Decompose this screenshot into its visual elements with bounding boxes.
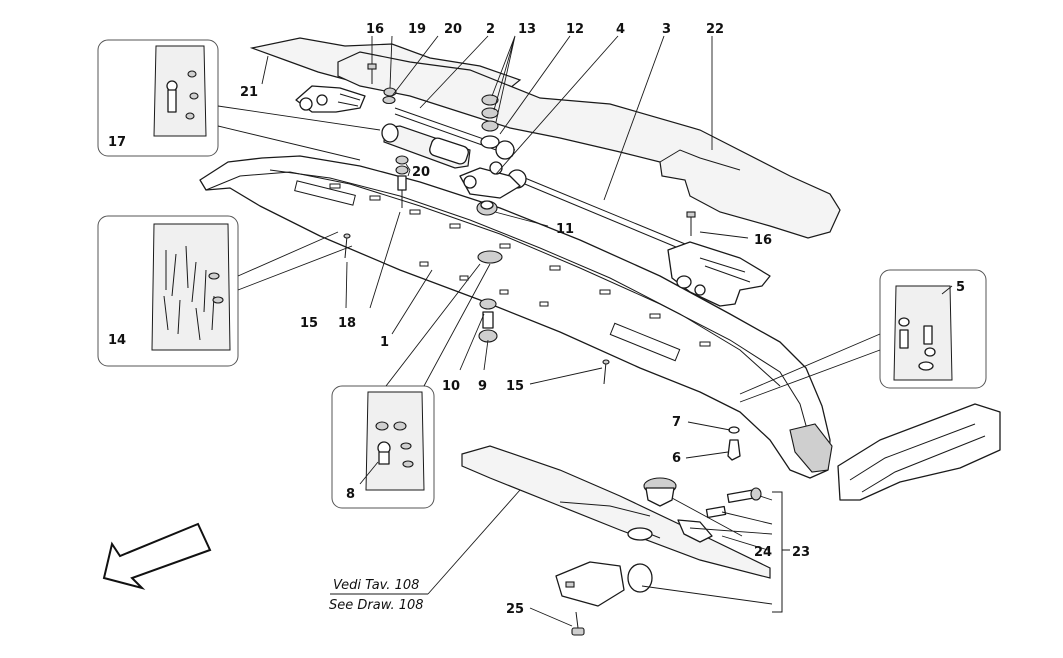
detail-box-14: [97, 215, 239, 367]
callout-16-right: 16: [754, 233, 772, 248]
callout-10: 10: [442, 379, 460, 394]
callout-9: 9: [478, 379, 487, 394]
callout-8: 8: [346, 487, 355, 502]
cross-member-hole: [477, 250, 503, 264]
hinge-plate-lower: [555, 561, 653, 607]
callout-2: 2: [486, 22, 495, 37]
bracket-23: [772, 491, 790, 613]
cross-member-slots: [329, 183, 711, 347]
callout-17: 17: [108, 135, 126, 150]
cross-member-opening-left: [294, 180, 356, 206]
leader-lines: [217, 35, 953, 627]
cross-member-rib: [269, 169, 781, 387]
callout-18: 18: [338, 316, 356, 331]
detail-box-17: [97, 39, 219, 157]
bolt-16-right: [686, 211, 696, 236]
cross-member-opening-right: [609, 322, 681, 362]
callout-25: 25: [506, 602, 524, 617]
reference-english: See Draw. 108: [329, 598, 424, 613]
callout-3: 3: [662, 22, 671, 37]
detail-box-5: [879, 269, 987, 389]
bolt-25: [571, 611, 585, 636]
callout-24: 24: [754, 545, 772, 560]
latch-bolts: [677, 487, 762, 543]
callout-14: 14: [108, 333, 126, 348]
callout-16-top: 16: [366, 22, 384, 37]
callout-22: 22: [706, 22, 724, 37]
washer-20-top: [382, 95, 396, 105]
front-direction-arrow-icon: [102, 522, 212, 590]
callout-5: 5: [956, 280, 965, 295]
stud-18: [395, 155, 409, 208]
callout-4: 4: [616, 22, 625, 37]
gas-strut-2: [381, 107, 516, 169]
grommet-11: [476, 200, 498, 216]
bolt-9-10: [478, 298, 498, 343]
callout-23: 23: [792, 545, 810, 560]
frame-right: [837, 403, 1001, 501]
background-panels: [249, 37, 1001, 501]
lower-panel: [461, 445, 771, 579]
callout-15-right: 15: [506, 379, 524, 394]
panel-22: [337, 51, 841, 239]
pin-6-7: [727, 426, 741, 461]
callout-15-left: 15: [300, 316, 318, 331]
cross-member-edge: [205, 171, 811, 441]
cross-member-end-cap: [789, 423, 833, 473]
callout-13: 13: [518, 22, 536, 37]
callout-19: 19: [408, 22, 426, 37]
washer-19: [383, 87, 397, 97]
bracket-4: [459, 161, 521, 199]
detail-box-8: [331, 385, 435, 509]
hinge-left: [295, 85, 366, 113]
rivet-15-left: [343, 233, 351, 259]
hinge-right: [667, 241, 771, 307]
reference-italian: Vedi Tav. 108: [333, 578, 419, 593]
callout-6: 6: [672, 451, 681, 466]
latch-knob-24: [643, 477, 677, 507]
panel-22-notch: [659, 149, 741, 171]
callout-7: 7: [672, 415, 681, 430]
callout-20-top: 20: [444, 22, 462, 37]
callout-1: 1: [380, 335, 389, 350]
callout-11: 11: [556, 222, 574, 237]
callout-labels: 16 19 20 2 13 12 4 3 22 21 17 20 11 16 1…: [108, 22, 965, 617]
callout-20-mid: 20: [412, 165, 430, 180]
frame-right-inner: [849, 423, 986, 493]
washer-stack-13: [480, 94, 500, 149]
rivet-15-right: [602, 359, 610, 385]
callout-21: 21: [240, 85, 258, 100]
callout-12: 12: [566, 22, 584, 37]
